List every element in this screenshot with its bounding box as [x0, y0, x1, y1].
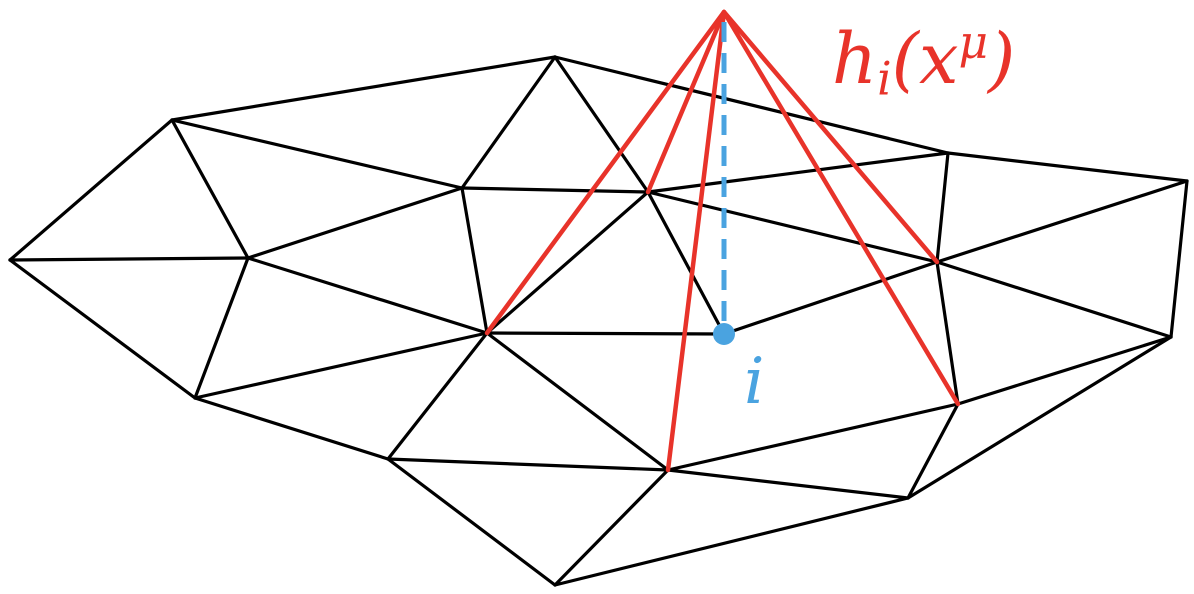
height-function-args-close: ) [988, 18, 1016, 101]
height-function-edge [721, 9, 940, 265]
mesh-edge [935, 151, 950, 264]
height-function-edge [645, 9, 727, 195]
mesh-edge [646, 190, 726, 336]
mesh-edge [553, 55, 650, 194]
mesh-edge [722, 260, 939, 336]
mesh-edge [460, 55, 557, 190]
mesh-edge [8, 256, 250, 262]
mesh-edge [246, 186, 464, 260]
mesh-edge [460, 186, 489, 335]
mesh-edge [386, 457, 557, 587]
mesh-edge [8, 258, 197, 400]
height-function-args-open: (x [891, 18, 959, 101]
mesh-edge [906, 402, 960, 500]
height-function-label: hi(xμ) [832, 20, 1015, 102]
mesh-edge [246, 256, 489, 335]
mesh-edge [946, 151, 1189, 183]
mesh-edge [935, 260, 1173, 339]
height-function-edge [721, 9, 961, 407]
mesh-edge [553, 468, 670, 587]
height-function-symbol: h [832, 18, 878, 101]
mesh-edge [485, 331, 726, 336]
mesh-edge [956, 335, 1173, 406]
mesh-edge [193, 256, 250, 400]
mesh-edge [170, 118, 250, 260]
mesh-edge [193, 396, 390, 461]
height-function-edge [665, 9, 727, 473]
mesh-edge [460, 186, 650, 194]
mesh-edge [170, 55, 557, 122]
mesh-edge [646, 190, 939, 264]
height-function-edge [484, 9, 727, 336]
vertex-i-dot [713, 323, 735, 345]
mesh-edge [935, 179, 1189, 264]
mesh-edge [386, 457, 670, 472]
mesh-edge [553, 496, 910, 587]
mesh-edge [193, 331, 489, 400]
mesh-edge [666, 402, 960, 472]
mesh-edge [666, 468, 910, 500]
mesh-edge [485, 331, 670, 472]
mesh-edge [935, 260, 960, 406]
mesh-edge [906, 335, 1173, 500]
height-function-subscript: i [877, 52, 892, 106]
mesh-edge [646, 151, 950, 194]
vertex-label: i [744, 345, 765, 419]
mesh-edge [553, 55, 950, 155]
mesh-edge [485, 190, 650, 335]
mesh-edge [8, 118, 174, 262]
mesh-edge [386, 331, 489, 461]
mesh-edge [170, 118, 464, 190]
height-function-superscript: μ [958, 16, 989, 69]
mesh-edge [1169, 179, 1189, 339]
